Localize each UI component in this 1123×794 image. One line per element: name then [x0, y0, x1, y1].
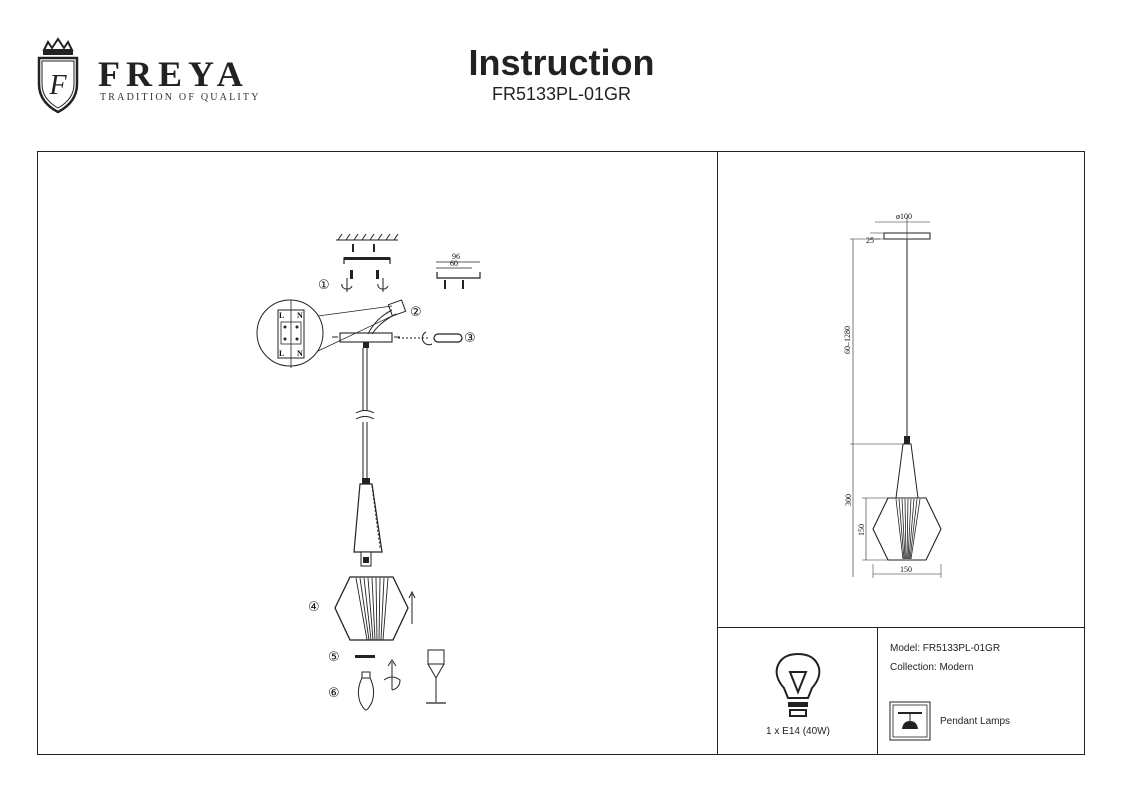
document-frame: [37, 151, 1085, 755]
step-3: ③: [464, 331, 476, 346]
svg-text:F: F: [48, 70, 67, 101]
shade-drawing: [334, 576, 409, 641]
page-title: Instruction: [468, 42, 655, 83]
assembly-diagram: 96 60 ① ② ③ ④ ⑤ ⑥ L N L N: [256, 233, 481, 711]
dimension-drawing: ø100 25 60–1280 300 150 150: [843, 212, 942, 578]
ceiling: [336, 233, 399, 241]
dim-canopy-height: 25: [866, 236, 874, 245]
divider-vertical: [717, 151, 718, 755]
terminal-l-top: L: [279, 311, 284, 320]
step-4: ④: [308, 600, 320, 615]
divider-horizontal: [717, 627, 1085, 628]
model-code: FR5133PL-01GR: [491, 84, 632, 104]
dim-total-height: 300: [844, 494, 853, 506]
pendant-lamp-icon: [889, 701, 931, 741]
step-1: ①: [318, 278, 330, 293]
terminal-n-top: N: [297, 311, 303, 320]
lamp-type: Pendant Lamps: [940, 716, 1011, 727]
crown-logo-icon: F: [37, 37, 79, 114]
step-6: ⑥: [328, 686, 340, 701]
bulb-spec: 1 x E14 (40W): [766, 726, 830, 737]
bracket-dim-inner: 60: [450, 259, 458, 268]
brand-name: FREYA: [98, 54, 249, 94]
dim-canopy-diameter: ø100: [896, 212, 912, 221]
step-2: ②: [410, 305, 422, 320]
spec-model: Model: FR5133PL-01GR: [890, 643, 1001, 654]
brand-tagline: TRADITION OF QUALITY: [100, 92, 261, 103]
bulb-icon: [775, 652, 821, 717]
dim-shade-height: 150: [857, 524, 866, 536]
spec-collection: Collection: Modern: [890, 662, 974, 673]
bracket-dim-outer: 96: [452, 252, 460, 261]
dim-cord-length: 60–1280: [843, 326, 852, 354]
dim-shade-width: 150: [900, 565, 912, 574]
terminal-n-bottom: N: [297, 349, 303, 358]
divider-specs: [877, 627, 878, 755]
terminal-l-bottom: L: [279, 349, 284, 358]
step-5: ⑤: [328, 650, 340, 665]
